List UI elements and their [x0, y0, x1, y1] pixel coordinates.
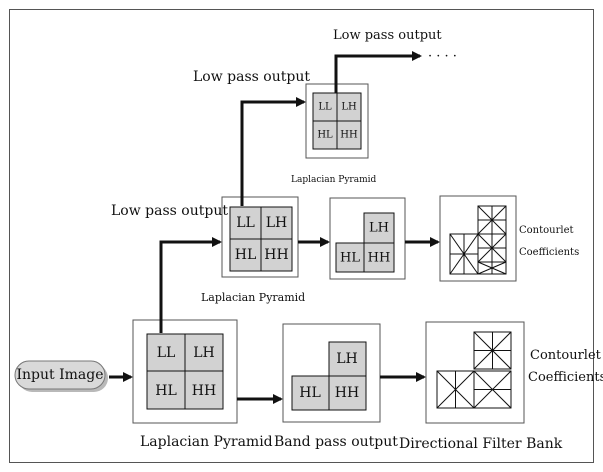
- laplacian-pyramid-top-label: Laplacian Pyramid: [291, 175, 377, 185]
- laplacian-pyramid-bottom: LL LH HL HH: [132, 319, 238, 424]
- subband-ll: LL: [318, 102, 332, 113]
- subband-lh: LH: [341, 102, 357, 113]
- directional-filter-bank-mid-box: [439, 195, 517, 282]
- input-image-label: Input Image: [16, 367, 103, 383]
- subband-grid: LL LH HL HH: [146, 333, 224, 410]
- arrow-lowpass-continue: [334, 51, 422, 93]
- subband-hh: HH: [264, 247, 288, 263]
- arrow-lowpass-to-top-pyramid: [240, 97, 306, 206]
- contourlet-bottom-label-1: Contourlet: [530, 348, 602, 363]
- laplacian-pyramid-mid: LL LH HL HH: [221, 196, 299, 278]
- subband-hl: HL: [235, 247, 257, 263]
- subband-hh: HH: [192, 383, 216, 399]
- low-pass-output-left-label: Low pass output: [111, 203, 228, 219]
- subband-hh: HH: [335, 385, 359, 401]
- ellipsis: · · · ·: [428, 49, 457, 64]
- diagram-frame: [9, 9, 594, 463]
- contourlet-mid-label-1: Contourlet: [519, 225, 574, 236]
- band-pass-mid-box: LH HL HH: [329, 197, 406, 280]
- laplacian-pyramid-top: LL LH HL HH: [305, 83, 369, 159]
- contourlet-bottom-label-2: Coefficients: [528, 370, 603, 385]
- subband-hh: HH: [368, 251, 391, 266]
- subband-hl: HL: [340, 251, 360, 266]
- subband-hl: HL: [155, 383, 177, 399]
- low-pass-output-top-label: Low pass output: [333, 28, 442, 43]
- subband-lh: LH: [336, 351, 358, 367]
- flow-arrows: [109, 51, 440, 404]
- subband-hl: HL: [317, 130, 333, 141]
- arrow-lowpass-to-mid-pyramid: [159, 237, 222, 333]
- subband-ll: LL: [236, 215, 255, 231]
- subband-ll: LL: [157, 345, 176, 361]
- subband-lh: LH: [266, 215, 288, 231]
- laplacian-pyramid-bottom-label: Laplacian Pyramid: [140, 434, 273, 450]
- laplacian-pyramid-mid-label: Laplacian Pyramid: [201, 291, 305, 304]
- directional-filter-bank-label: Directional Filter Bank: [399, 436, 563, 452]
- input-image-node: Input Image: [14, 360, 108, 392]
- band-pass-output-box: LH HL HH: [282, 323, 381, 423]
- subband-lh: LH: [369, 221, 389, 236]
- band-pass-output-label: Band pass output: [274, 434, 398, 450]
- contourlet-mid-label-2: Coefficients: [519, 247, 579, 258]
- directional-filter-bank-box: [425, 321, 525, 424]
- subband-hl: HL: [299, 385, 321, 401]
- subband-hh: HH: [340, 130, 358, 141]
- subband-lh: LH: [193, 345, 215, 361]
- low-pass-output-mid-label: Low pass output: [193, 69, 310, 85]
